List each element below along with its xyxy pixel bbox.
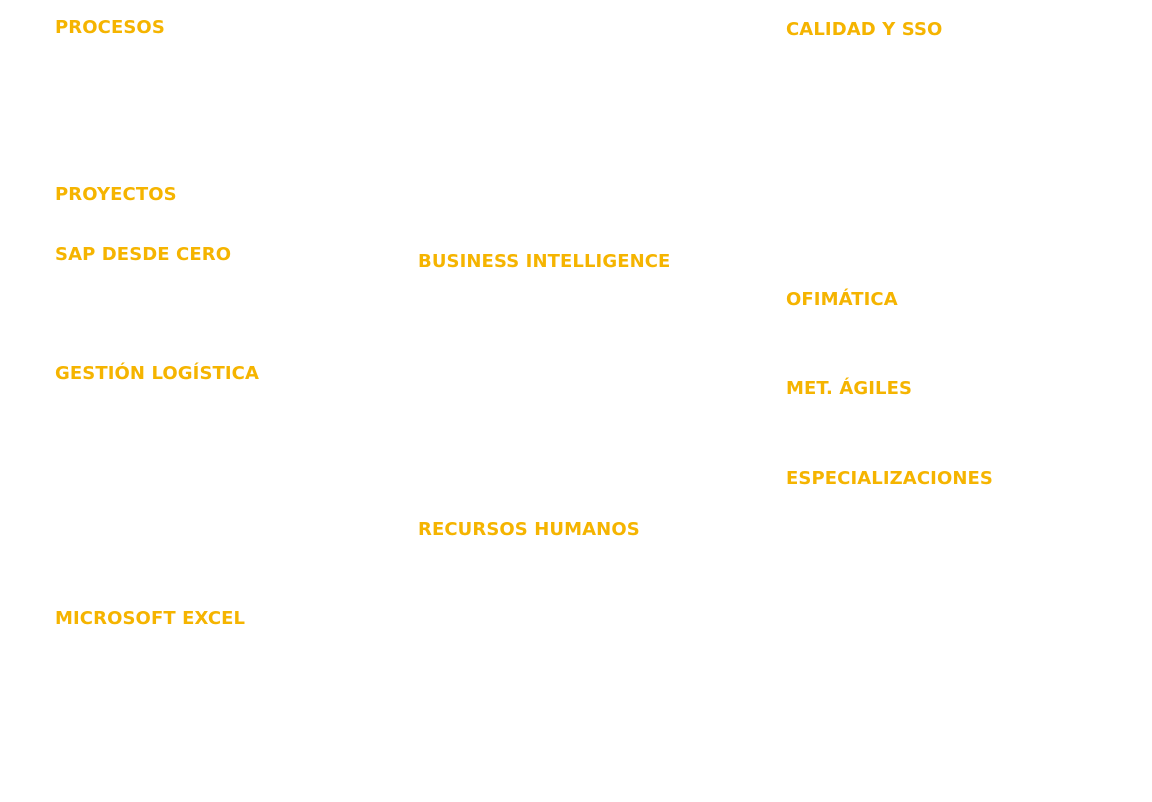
category-link-proyectos[interactable]: PROYECTOS (55, 184, 177, 205)
category-link-calidad-y-sso[interactable]: CALIDAD Y SSO (786, 19, 943, 40)
category-link-business-intelligence[interactable]: BUSINESS INTELLIGENCE (418, 251, 671, 272)
category-link-ofimatica[interactable]: OFIMÁTICA (786, 289, 898, 310)
category-link-sap-desde-cero[interactable]: SAP DESDE CERO (55, 244, 232, 265)
category-link-recursos-humanos[interactable]: RECURSOS HUMANOS (418, 519, 640, 540)
category-link-gestion-logistica[interactable]: GESTIÓN LOGÍSTICA (55, 363, 260, 384)
category-link-microsoft-excel[interactable]: MICROSOFT EXCEL (55, 608, 246, 629)
category-link-procesos[interactable]: PROCESOS (55, 17, 165, 38)
category-link-especializaciones[interactable]: ESPECIALIZACIONES (786, 468, 993, 489)
category-link-metodologias-agiles[interactable]: MET. ÁGILES (786, 378, 913, 399)
